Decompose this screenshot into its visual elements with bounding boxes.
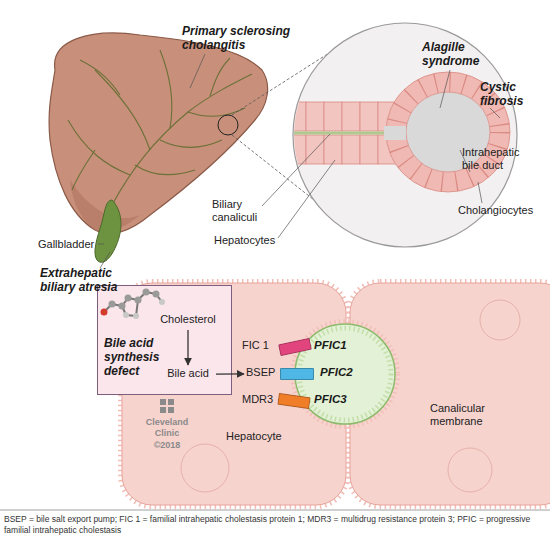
cleveland-logo (160, 399, 174, 413)
node-text: Bile acid (162, 367, 214, 380)
bile-ducts (72, 150, 95, 190)
part-label: Canalicular membrane (430, 402, 508, 428)
node-text: Cholesterol (158, 313, 218, 326)
defect-box: Bile acid synthesis defect CholesterolBil… (97, 285, 232, 395)
part-label: Intrahepatic bile duct (462, 146, 534, 172)
node-text: MDR3 (242, 393, 278, 406)
arrow-connector (187, 330, 188, 365)
cholesterol-molecule (138, 292, 146, 300)
pfic-label: PFIC2 (320, 366, 360, 380)
pfic-label: PFIC1 (314, 339, 354, 353)
node-text: FIC 1 (242, 339, 278, 352)
cleveland-logo (168, 399, 174, 405)
bile-ducts (68, 120, 130, 175)
watermark: ©2018 (137, 440, 197, 451)
cholesterol-node: Cholesterol (158, 313, 218, 328)
liver (49, 33, 268, 262)
leader-lines (100, 252, 110, 268)
leader-lines (262, 134, 330, 206)
cholesterol-molecule (109, 301, 116, 308)
hepatocyte-row (324, 102, 342, 131)
transporter-protein (280, 368, 314, 380)
gallbladder (95, 200, 121, 262)
watermark: Cleveland Clinic (137, 417, 197, 438)
hepatocyte-row (306, 102, 324, 131)
disease-label: Cystic fibrosis (480, 80, 538, 108)
bile-ducts (160, 50, 172, 128)
part-label: Gallbladder (38, 238, 100, 251)
fic1-transporter: FIC 1 (242, 339, 312, 354)
transporter-protein (278, 338, 312, 356)
part-label: Hepatocyte (226, 430, 296, 443)
cholesterol-molecule (159, 299, 165, 305)
hepatocyte-row (288, 135, 306, 164)
node-text: Bile acid synthesis defect (104, 336, 162, 378)
disease-label: Primary sclerosing cholangitis (182, 24, 302, 52)
leader-lines (440, 70, 450, 108)
leader-lines (478, 182, 482, 203)
disease-label: Alagille syndrome (422, 40, 484, 68)
cholesterol-molecule (112, 304, 122, 306)
caption-rule (0, 510, 550, 511)
bile-ducts (95, 70, 150, 150)
cholesterol-molecule (123, 312, 129, 318)
arrow-connector (216, 373, 244, 375)
cholesterol-molecule (119, 303, 126, 310)
connectors (188, 330, 244, 374)
bile-ducts (68, 50, 252, 205)
disease-label: Extrahepatic biliary atresia (40, 266, 140, 294)
bile-acid-node: Bile acid (162, 367, 214, 382)
leader-lines (278, 160, 335, 238)
transporter-protein (277, 393, 310, 409)
cholesterol-molecule (125, 295, 132, 302)
leader-lines (98, 244, 104, 245)
caption: BSEP = bile salt export pump; FIC 1 = fa… (4, 514, 544, 535)
cholesterol-molecule (156, 294, 162, 302)
hepatocyte-row (342, 102, 360, 131)
duct-junction (384, 126, 406, 140)
cholesterol-molecule (136, 300, 138, 316)
cholesterol-molecule (135, 297, 142, 304)
organelle (448, 448, 492, 492)
zoom-spot (218, 115, 238, 135)
hepatocyte-row (324, 135, 342, 164)
cholesterol-molecule (153, 291, 160, 298)
leader-lines (490, 108, 500, 118)
cholesterol-molecule (133, 313, 139, 319)
cleveland-logo (160, 407, 166, 413)
part-label: Cholangiocytes (458, 204, 538, 217)
bile-ducts (160, 140, 222, 148)
bile-duct-detail (288, 72, 510, 192)
bile-ducts (210, 58, 230, 96)
cholesterol-molecule (122, 306, 126, 315)
cholesterol-molecule (128, 298, 138, 300)
organelle (181, 444, 229, 492)
node-text: BSEP (246, 366, 280, 379)
mdr3-transporter: MDR3 (242, 393, 312, 408)
cholesterol-molecule (146, 292, 156, 294)
hepatocyte-row (342, 135, 360, 164)
bile-ducts (135, 165, 195, 175)
cholesterol-molecule (122, 298, 128, 306)
leader-lines (190, 54, 205, 88)
cholesterol-molecule (143, 289, 150, 296)
hepatocyte-row (288, 102, 306, 131)
part-label: Hepatocytes (214, 234, 284, 247)
cholesterol-molecule (126, 315, 136, 316)
cleveland-logo (168, 407, 174, 413)
pfic-label: PFIC3 (314, 393, 354, 407)
bsep-transporter: BSEP (246, 366, 316, 381)
cleveland-logo (160, 399, 166, 405)
cholesterol-molecule (101, 309, 108, 316)
part-label: Biliary canaliculi (212, 198, 274, 224)
bile-ducts (80, 60, 120, 95)
organelle (480, 300, 520, 340)
bile-ducts (112, 74, 252, 205)
hepatocyte-row (360, 102, 378, 131)
cholesterol-molecule (104, 304, 112, 312)
hepatocyte-row (360, 135, 378, 164)
canaliculus (288, 132, 400, 135)
cholesterol-molecule (104, 292, 162, 316)
